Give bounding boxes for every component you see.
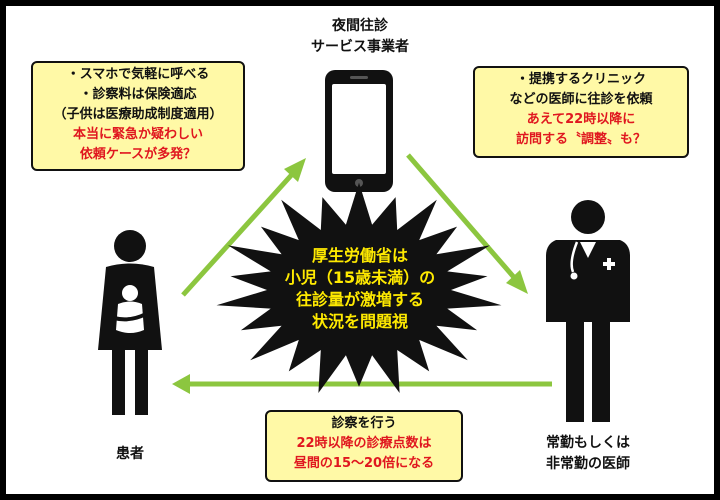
note-bottom-line1: 診察を行う (331, 416, 397, 431)
center-alert-line2: 小児（15歳未満）の (284, 268, 436, 287)
note-bottom: 診察を行う 22時以降の診療点数は 昼間の15～20倍になる (265, 410, 463, 482)
note-left-line3: （子供は医療助成制度適用） (53, 107, 223, 122)
doctor-icon (546, 200, 630, 422)
doctor-label-line1: 常勤もしくは (546, 435, 630, 451)
center-alert-line1: 厚生労働省は (311, 246, 408, 265)
note-right: ・提携するクリニック などの医師に往診を依頼 あえて22時以降に 訪問する〝調整… (473, 66, 689, 158)
doctor-label-line2: 非常勤の医師 (546, 456, 630, 472)
note-bottom-line2: 22時以降の診療点数は (296, 436, 432, 451)
center-alert-text: 厚生労働省は 小児（15歳未満）の 往診量が激増する 状況を問題視 (262, 245, 458, 333)
note-left-line5: 依頼ケースが多発？ (79, 147, 197, 162)
patient-label: 患者 (116, 446, 144, 462)
provider-label-line2: サービス事業者 (311, 39, 409, 55)
center-alert-line4: 状況を問題視 (311, 312, 408, 331)
provider-label-line1: 夜間往診 (332, 18, 388, 34)
provider-label: 夜間往診 サービス事業者 (300, 16, 420, 58)
arrow-provider-to-doctor (406, 153, 528, 294)
smartphone-icon (325, 70, 393, 192)
note-right-line1: ・提携するクリニック (515, 72, 646, 87)
doctor-label: 常勤もしくは 非常勤の医師 (528, 433, 648, 475)
arrow-doctor-to-patient (172, 374, 552, 394)
mother-with-baby-icon (98, 230, 162, 415)
note-right-line3: あえて22時以降に (526, 112, 636, 127)
note-bottom-line3: 昼間の15～20倍になる (293, 456, 435, 471)
note-right-line4: 訪問する〝調整〟も？ (515, 132, 646, 147)
note-left-line2: ・診察料は保険適応 (79, 87, 197, 102)
note-left-line4: 本当に緊急か疑わしい (72, 127, 203, 142)
note-right-line2: などの医師に往診を依頼 (509, 92, 653, 107)
note-left: ・スマホで気軽に呼べる ・診察料は保険適応 （子供は医療助成制度適用） 本当に緊… (31, 61, 245, 171)
note-left-line1: ・スマホで気軽に呼べる (66, 67, 210, 82)
center-alert-line3: 往診量が激増する (295, 290, 424, 309)
alert-burst-shape (216, 182, 502, 393)
arrow-patient-to-provider (181, 158, 306, 297)
